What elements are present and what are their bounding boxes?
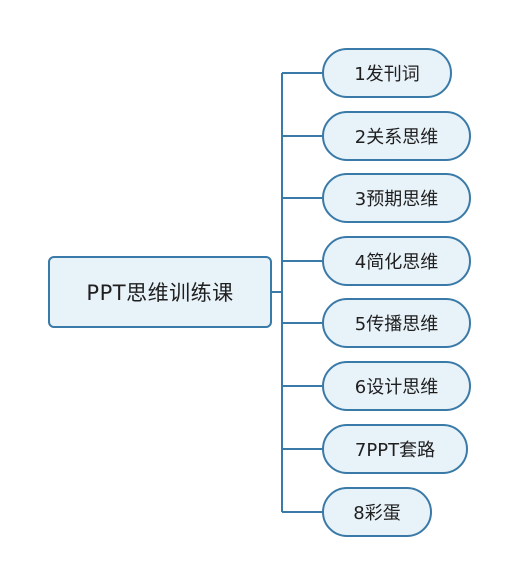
topic-node-2[interactable]: 2关系思维 bbox=[322, 111, 471, 161]
topic-node-8[interactable]: 8彩蛋 bbox=[322, 487, 432, 537]
topic-node-4[interactable]: 4简化思维 bbox=[322, 236, 471, 286]
topic-node-5[interactable]: 5传播思维 bbox=[322, 298, 471, 348]
root-node[interactable]: PPT思维训练课 bbox=[48, 256, 272, 328]
topic-node-6[interactable]: 6设计思维 bbox=[322, 361, 471, 411]
topic-node-1[interactable]: 1发刊词 bbox=[322, 48, 452, 98]
topic-node-7[interactable]: 7PPT套路 bbox=[322, 424, 468, 474]
topic-node-3[interactable]: 3预期思维 bbox=[322, 173, 471, 223]
